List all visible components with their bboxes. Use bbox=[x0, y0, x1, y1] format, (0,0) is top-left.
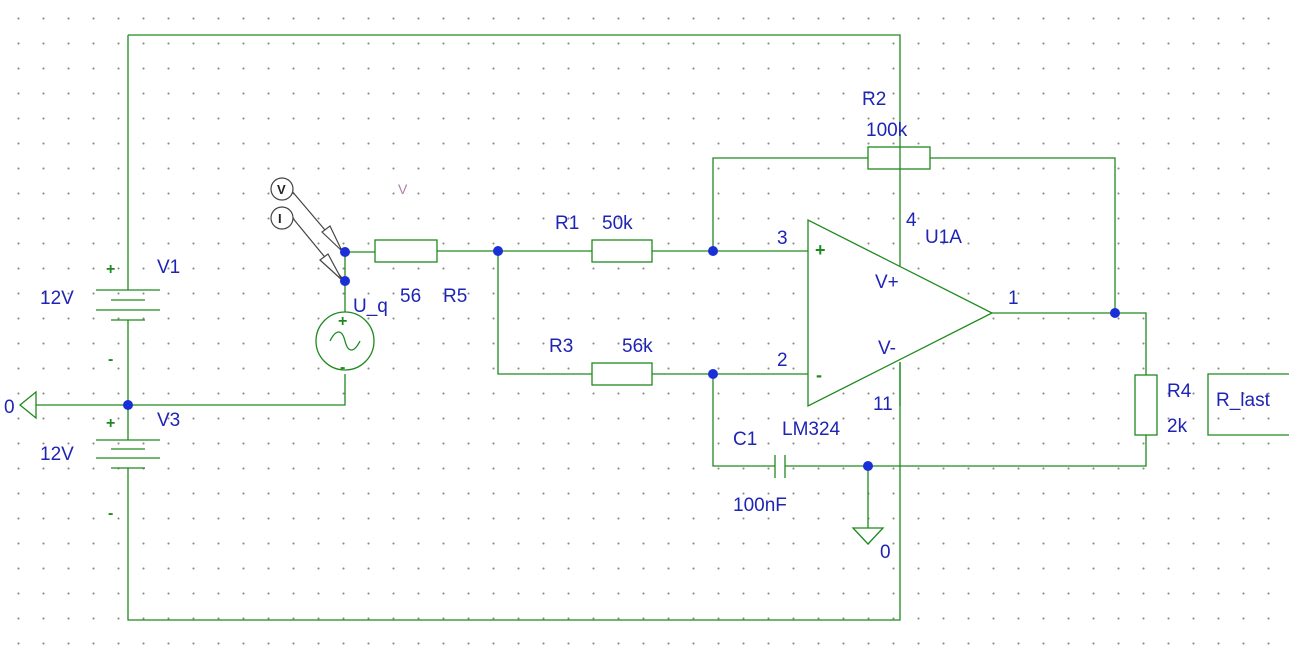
uq-name: U_q bbox=[353, 296, 388, 317]
v3-value: 12V bbox=[40, 444, 74, 465]
pin-1-label: 1 bbox=[1008, 288, 1019, 309]
opamp-part: LM324 bbox=[782, 419, 841, 440]
r1-value: 50k bbox=[602, 213, 633, 234]
junction-dot bbox=[863, 461, 873, 471]
wire-ground-left bbox=[36, 374, 346, 406]
pin-4-label: 4 bbox=[906, 210, 917, 231]
voltage-probe-label: V bbox=[277, 182, 286, 197]
resistor-r1: R1 50k bbox=[555, 213, 653, 263]
resistor-r4: R4 2k bbox=[1134, 374, 1192, 437]
r5-name: R5 bbox=[443, 286, 467, 307]
r1-name: R1 bbox=[555, 213, 579, 234]
offpage-connector-label: R_last bbox=[1216, 390, 1271, 411]
uq-plus: + bbox=[338, 313, 347, 330]
v1-name: V1 bbox=[157, 257, 180, 278]
wire-bottom-rail bbox=[127, 362, 901, 621]
opamp-name: U1A bbox=[925, 227, 962, 248]
ground-left: 0 bbox=[4, 390, 37, 420]
r5-value: 56 bbox=[400, 286, 421, 307]
v3-minus: - bbox=[108, 505, 113, 522]
junctions bbox=[123, 246, 1120, 471]
wire-r2-left bbox=[712, 157, 868, 251]
battery-v1: + - V1 12V bbox=[40, 257, 180, 368]
junction-dot bbox=[340, 276, 350, 286]
v1-value: 12V bbox=[40, 288, 74, 309]
resistor-r2: R2 100k bbox=[862, 89, 931, 170]
r4-value: 2k bbox=[1167, 416, 1188, 437]
opamp-vminus-label: V- bbox=[878, 338, 896, 359]
wire-r2-right bbox=[930, 157, 1116, 313]
battery-v3: + - V3 12V bbox=[40, 410, 180, 522]
r3-value: 56k bbox=[622, 336, 653, 357]
ground-bottom: 0 bbox=[851, 527, 891, 563]
v1-minus: - bbox=[108, 351, 113, 368]
offpage-connector: R_last bbox=[1207, 373, 1289, 436]
r2-name: R2 bbox=[862, 89, 886, 110]
v3-name: V3 bbox=[157, 410, 180, 431]
v3-plus: + bbox=[106, 415, 115, 432]
probes: V I V bbox=[270, 177, 408, 281]
resistor-r5: 56 R5 bbox=[374, 239, 467, 307]
wire-c1-left bbox=[712, 374, 775, 467]
voltage-marker-icon: V bbox=[398, 181, 408, 197]
opamp-plus-input: + bbox=[815, 240, 826, 260]
uq-minus: - bbox=[340, 359, 345, 376]
wire-r3-branch bbox=[497, 251, 592, 375]
junction-dot bbox=[493, 246, 503, 256]
c1-name: C1 bbox=[733, 429, 757, 450]
pin-2-label: 2 bbox=[777, 350, 788, 371]
junction-dot bbox=[708, 369, 718, 379]
opamp-vplus-label: V+ bbox=[875, 272, 899, 293]
opamp-u1a: + - V+ V- 3 2 1 4 11 U1A LM324 bbox=[777, 210, 1019, 440]
r3-name: R3 bbox=[549, 336, 573, 357]
ground-left-label: 0 bbox=[4, 397, 15, 418]
wire-output bbox=[990, 312, 1147, 375]
wire-r4-bottom bbox=[785, 435, 1147, 467]
ground-bottom-label: 0 bbox=[880, 542, 891, 563]
current-probe-label: I bbox=[278, 211, 282, 226]
pin-11-label: 11 bbox=[873, 394, 893, 415]
junction-dot bbox=[1110, 308, 1120, 318]
ac-source-uq: + - U_q bbox=[315, 296, 388, 376]
wire-top-rail bbox=[128, 34, 901, 222]
capacitor-c1: C1 100nF bbox=[733, 429, 787, 516]
voltage-probe-icon[interactable] bbox=[270, 177, 294, 201]
wires bbox=[36, 34, 1147, 621]
opamp-minus-input: - bbox=[816, 365, 822, 385]
r2-value: 100k bbox=[866, 120, 908, 141]
junction-dot bbox=[708, 246, 718, 256]
junction-dot bbox=[340, 247, 350, 257]
r4-name: R4 bbox=[1167, 381, 1192, 402]
v1-plus: + bbox=[106, 261, 115, 278]
c1-value: 100nF bbox=[733, 495, 787, 516]
resistor-r3: R3 56k bbox=[549, 336, 653, 386]
junction-dot bbox=[123, 400, 133, 410]
current-probe-icon[interactable] bbox=[270, 206, 294, 230]
pin-3-label: 3 bbox=[777, 228, 788, 249]
